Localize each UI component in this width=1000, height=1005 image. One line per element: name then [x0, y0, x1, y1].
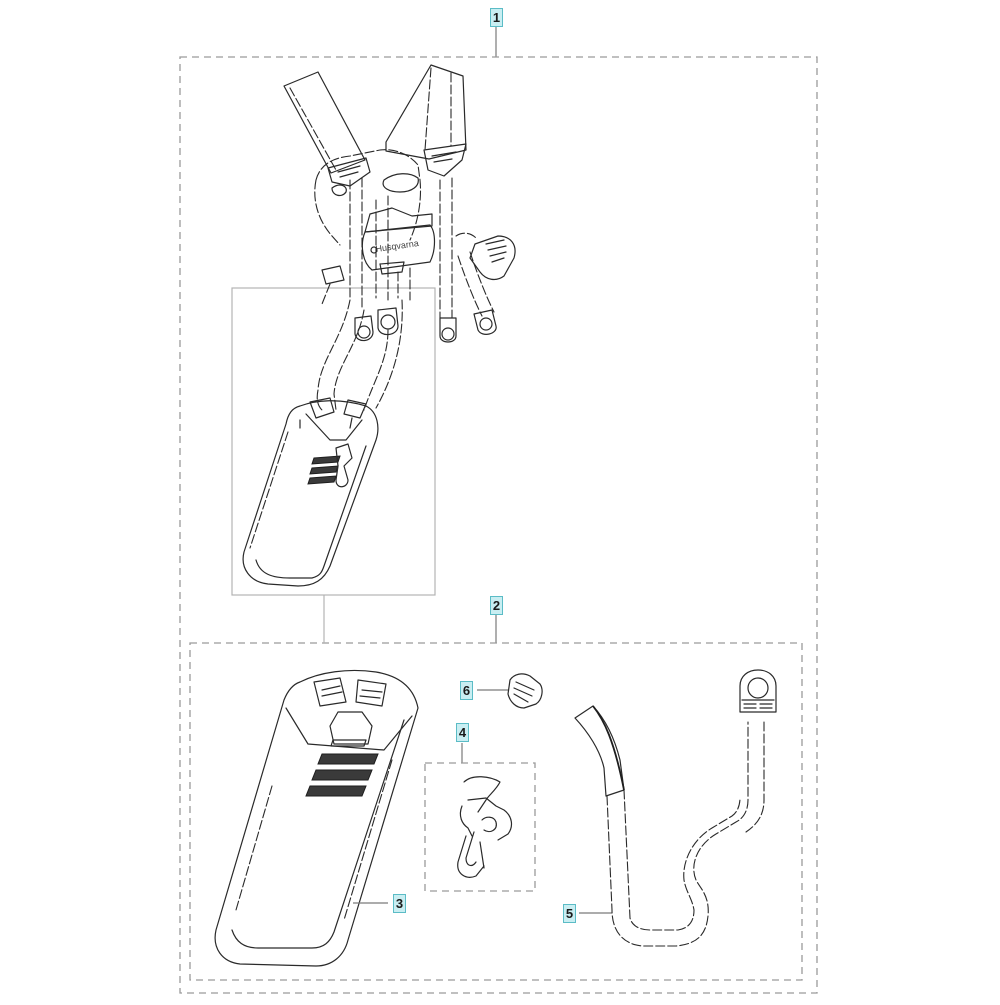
- svg-text:Husqvarna: Husqvarna: [375, 238, 419, 254]
- callout-2[interactable]: 2: [490, 596, 503, 615]
- part-5-hip-strap: [574, 669, 777, 947]
- callout-3[interactable]: 3: [393, 894, 406, 913]
- callout-6[interactable]: 6: [460, 681, 473, 700]
- assembly-frame-1: [179, 26, 818, 994]
- callout-1[interactable]: 1: [490, 8, 503, 27]
- harness-illustration: Husqvarna: [242, 64, 516, 587]
- part-3-hip-pad: [214, 669, 419, 967]
- kit-frame-2: [189, 614, 803, 981]
- callout-5[interactable]: 5: [563, 904, 576, 923]
- part-4-hook: [424, 743, 536, 892]
- harness-hip-pad: [242, 397, 379, 587]
- part-6-buckle: [477, 673, 543, 709]
- callout-4[interactable]: 4: [456, 723, 469, 742]
- detail-box: [231, 287, 436, 643]
- strap-loop-ends: [354, 307, 497, 343]
